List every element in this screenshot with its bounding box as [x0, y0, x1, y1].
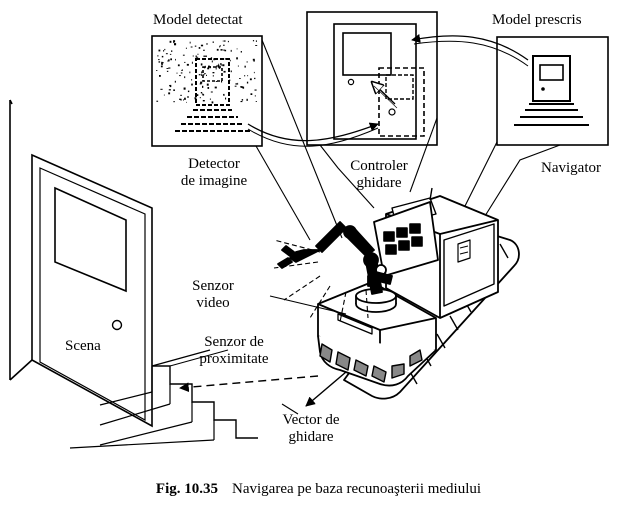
senzor-video-leader: [269, 295, 347, 315]
inset-model-prescris: [496, 36, 609, 146]
label-senzor-video-line1: Senzor: [192, 278, 234, 294]
label-detector-line1: Detector: [188, 156, 240, 172]
label-detector-de-imagine: Detector de imagine: [168, 156, 260, 190]
label-senzor-video-line2: video: [196, 295, 230, 311]
label-proximitate-line2: proximitate: [199, 351, 269, 367]
inset-model-detectat: [151, 35, 263, 147]
inset-controler: [306, 11, 438, 146]
sensor-rays: [273, 239, 369, 323]
figure-number: Fig. 10.35: [155, 481, 219, 497]
label-model-detectat: Model detectat: [153, 12, 243, 28]
label-vector-line2: ghidare: [288, 429, 334, 445]
scene-group: [9, 99, 258, 449]
label-controler-line1: Controler: [350, 158, 408, 174]
label-controler-line2: ghidare: [356, 175, 402, 191]
label-proximitate-line1: Senzor de: [204, 334, 264, 350]
label-vector-de-ghidare: Vector de ghidare: [266, 412, 356, 446]
figure-caption: Fig. 10.35 Navigarea pe baza recunoaşteri…: [0, 481, 637, 498]
robot: [277, 187, 520, 400]
label-senzor-de-proximitate: Senzor de proximitate: [188, 334, 280, 368]
label-navigator: Navigator: [541, 160, 601, 176]
vectors: [179, 371, 347, 415]
label-model-prescris: Model prescris: [492, 12, 582, 28]
figure-caption-text: Navigarea pe baza recunoaşterii mediului: [232, 481, 482, 497]
label-detector-line2: de imagine: [180, 173, 248, 189]
label-senzor-video: Senzor video: [181, 278, 245, 312]
label-controler-ghidare: Controler ghidare: [329, 158, 429, 192]
label-scena: Scena: [65, 338, 101, 354]
label-vector-line1: Vector de: [282, 412, 340, 428]
model-arrows: [247, 34, 529, 147]
